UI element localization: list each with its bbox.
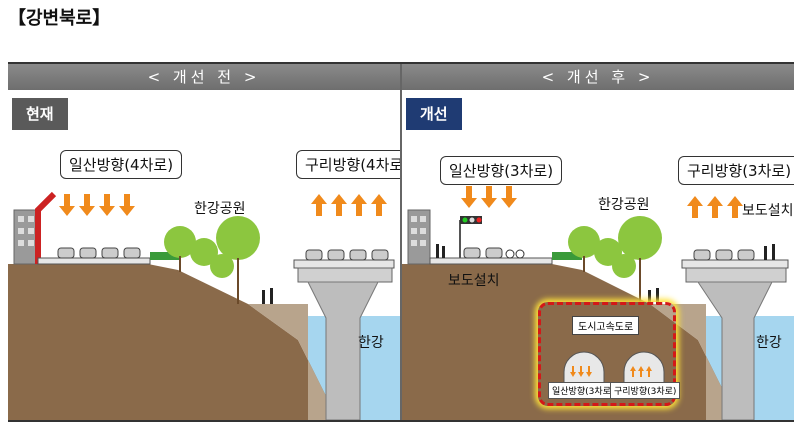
pedestrians [262,288,273,304]
label-guri-direction-after: 구리방향(3차로) [678,156,794,185]
building [13,209,39,265]
status-tag-current: 현재 [12,98,68,130]
ground-embankment [8,264,338,420]
building [407,209,431,265]
label-guri-direction-before: 구리방향(4차로) [296,150,400,179]
panel-after: < 개선 후 > [402,64,794,420]
label-tunnel-ilsan: 일산방향(3차로) [548,382,619,399]
label-urban-expressway: 도시고속도로 [572,316,640,335]
bridge-pier [307,281,379,420]
label-hangang-park-before: 한강공원 [194,201,246,217]
park-trees [568,216,662,278]
scene-after [402,90,794,420]
status-tag-improved: 개선 [406,98,462,130]
road-deck-guri [293,259,395,269]
road-deck-guri [681,259,789,269]
sound-barrier [35,191,57,264]
panel-header-before: < 개선 전 > [8,64,400,90]
label-hangang-park-after: 한강공원 [598,197,650,213]
road-deck-ilsan [429,257,553,265]
road-deck-ilsan [37,257,151,265]
arrows-down-ilsan [59,194,135,216]
label-ilsan-direction-after: 일산방향(3차로) [440,156,563,185]
arrows-up-guri [311,194,387,216]
label-hangang-river-before: 한강 [358,335,384,351]
panel-divider [400,64,402,420]
label-sidewalk-right: 보도설치 [742,203,794,219]
comparison-frame: < 개선 전 > [8,62,794,422]
sidewalk-pedestrians-left [436,244,445,258]
park-trees [164,216,260,278]
panel-before: < 개선 전 > [8,64,400,420]
panel-header-after: < 개선 후 > [402,64,794,90]
tunnel-tubes [563,351,665,387]
bridge-pier [697,281,773,420]
label-sidewalk-left: 보도설치 [448,273,500,289]
sidewalk-pedestrians-right [764,244,775,260]
label-ilsan-direction-before: 일산방향(4차로) [60,150,183,179]
pedestrians [648,288,659,304]
scene-before [8,90,400,420]
label-tunnel-guri: 구리방향(3차로) [610,382,681,399]
label-hangang-river-after: 한강 [756,335,782,351]
urban-expressway-tunnel-box [538,302,676,406]
arrows-up-guri [687,196,743,218]
arrows-down-ilsan [461,186,517,208]
page-title: 【강변북로】 [8,8,111,29]
